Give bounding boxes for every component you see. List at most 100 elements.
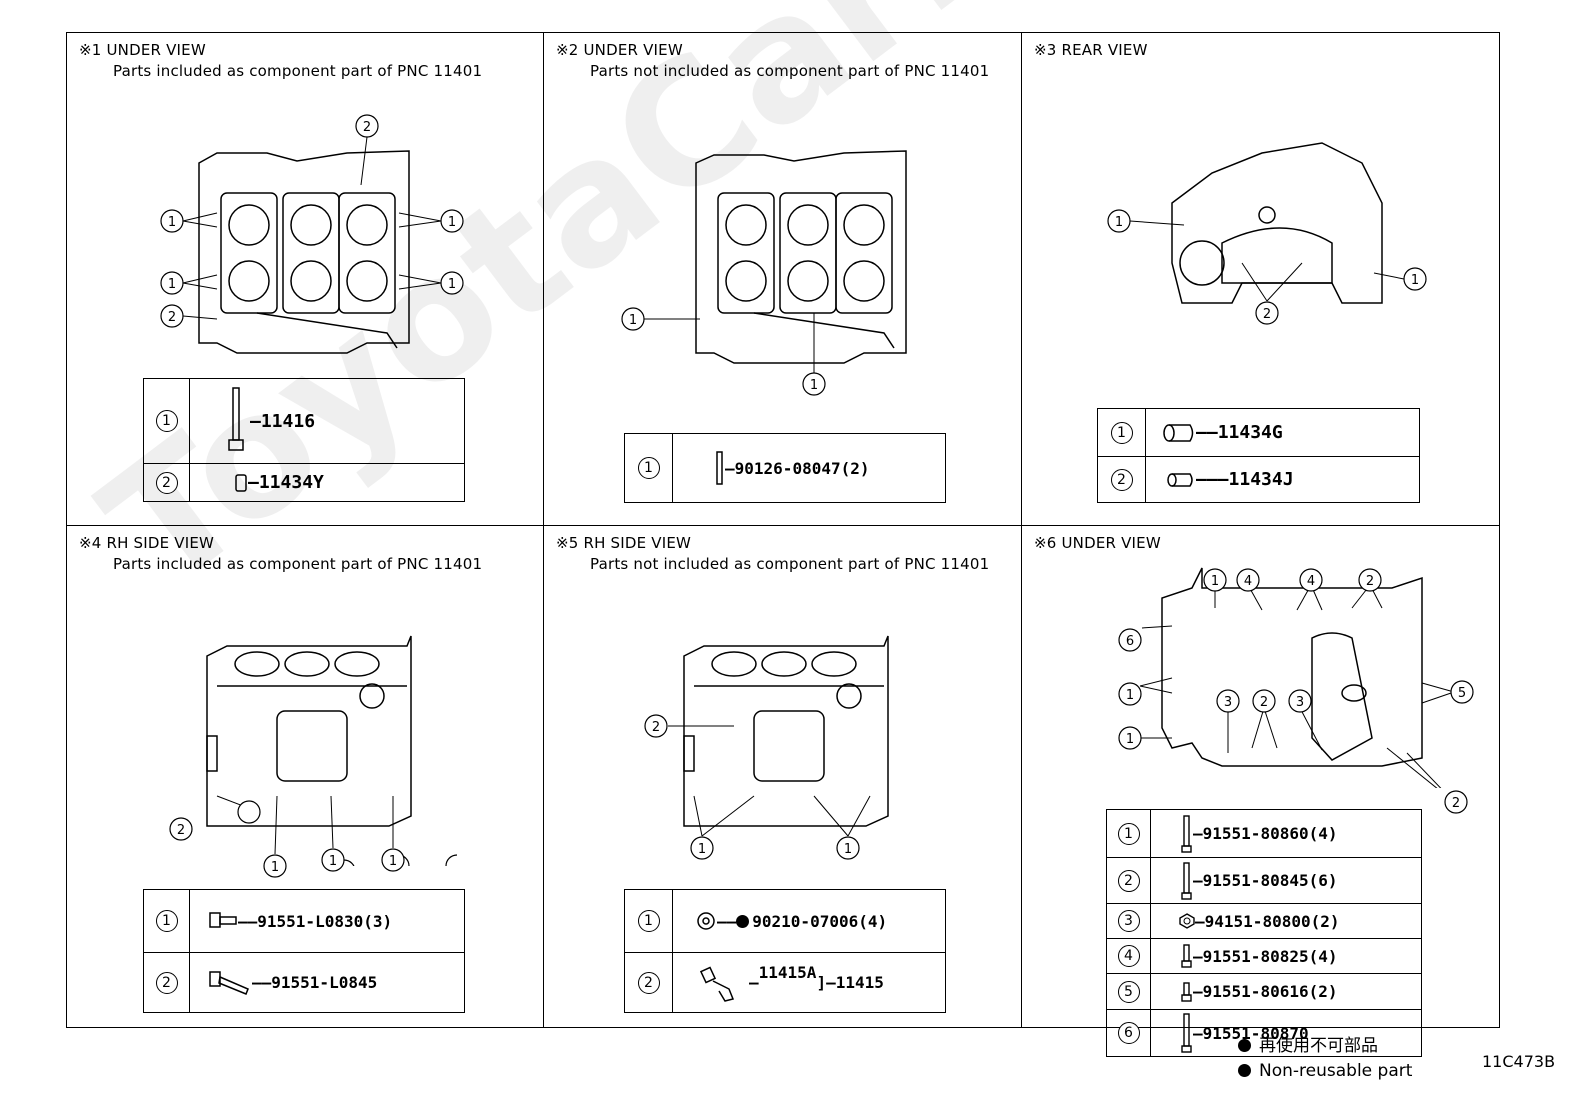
table-row: 1 ——91551-L0830(3) xyxy=(144,890,464,952)
row-number: 1 xyxy=(637,457,660,479)
flange-bolt-icon xyxy=(209,912,237,928)
row-number: 4 xyxy=(1117,945,1140,967)
table-row: 6 —91551-80870 xyxy=(1107,1009,1421,1056)
table-row: 4 —91551-80825(4) xyxy=(1107,938,1421,973)
panel-1-block-drawing xyxy=(198,150,410,354)
row-number: 6 xyxy=(1117,1022,1140,1044)
row-number: 2 xyxy=(155,971,178,994)
p6-callout-2c-holder: 2 xyxy=(1444,790,1468,814)
panel-1-parts-table: 1 —11416 2 —11434Y xyxy=(143,378,465,502)
panel-1: ※1 UNDER VIEW Parts included as componen… xyxy=(67,33,543,525)
legend-label-en: Non-reusable part xyxy=(1259,1061,1413,1081)
p6-callout-1c: 1 xyxy=(1126,732,1134,747)
panel-5-parts-table: 1 —— 90210-07006(4) 2 — 11415A ]— xyxy=(624,889,946,1013)
table-row: 1 —— 90210-07006(4) xyxy=(625,890,945,952)
bolt-icon xyxy=(1181,944,1192,968)
p2-callout-1b: 1 xyxy=(810,378,818,393)
panel-6: ※6 UNDER VIEW 1 4 4 xyxy=(1022,526,1501,1057)
row-number: 3 xyxy=(1117,910,1140,932)
table-row: 1 ——11434G xyxy=(1098,409,1419,456)
part-number: 94151-80800(2) xyxy=(1204,911,1340,931)
panel-2-parts-table: 1 —90126-08047(2) xyxy=(624,433,946,503)
p1-callout-2b: 2 xyxy=(168,310,176,325)
table-row: 5 —91551-80616(2) xyxy=(1107,973,1421,1009)
p6-callout-1b: 1 xyxy=(1126,688,1134,703)
row-number: 1 xyxy=(155,910,178,932)
row-number: 1 xyxy=(1117,822,1140,845)
table-row: 1 —90126-08047(2) xyxy=(625,434,945,502)
gasket-icon xyxy=(697,912,715,930)
p1-callout-2a: 2 xyxy=(363,120,371,135)
panel-5-subtitle: Parts not included as component part of … xyxy=(590,555,990,573)
row-number: 1 xyxy=(1110,421,1133,444)
part-number: 91551-80616(2) xyxy=(1202,982,1338,1001)
divider-h xyxy=(67,525,1499,526)
p3-callout-1b: 1 xyxy=(1411,273,1419,288)
bolt-icon xyxy=(1181,1013,1192,1053)
bolt-icon xyxy=(1181,981,1192,1002)
panel-2-block-drawing: 1 1 xyxy=(621,150,907,396)
panel-2-subtitle: Parts not included as component part of … xyxy=(590,62,990,80)
table-row: 1 —91551-80860(4) xyxy=(1107,810,1421,857)
non-reusable-icon xyxy=(736,914,750,928)
diagram-frame: ※1 UNDER VIEW Parts included as componen… xyxy=(66,32,1501,1057)
bolt-icon xyxy=(1181,861,1192,900)
non-reusable-icon xyxy=(1238,1039,1251,1052)
panel-3: ※3 REAR VIEW 1 1 2 1 ——11434G xyxy=(1022,33,1501,525)
drain-cock-icon xyxy=(699,965,735,1002)
panel-2: ※2 UNDER VIEW Parts not included as comp… xyxy=(544,33,1021,525)
p4-callout-1c: 1 xyxy=(389,854,397,869)
divider-v2 xyxy=(1021,33,1022,1027)
p6-callout-6: 6 xyxy=(1126,634,1134,649)
row-number: 2 xyxy=(1110,468,1133,491)
panel-5-title: ※5 RH SIDE VIEW xyxy=(556,534,692,552)
p6-callout-3a: 3 xyxy=(1224,695,1232,710)
row-number: 2 xyxy=(155,471,178,494)
panel-1-subtitle: Parts included as component part of PNC … xyxy=(113,62,483,80)
nut-icon xyxy=(1179,913,1195,929)
row-number: 2 xyxy=(1117,869,1140,892)
part-number: 11434G xyxy=(1217,422,1283,443)
part-number: 91551-L0845 xyxy=(271,973,378,992)
panel-4-title: ※4 RH SIDE VIEW xyxy=(79,534,215,552)
p6-callout-4a: 4 xyxy=(1244,574,1252,589)
p3-callout-2: 2 xyxy=(1263,307,1271,322)
bolt-icon xyxy=(228,387,244,451)
dowel-pin-icon xyxy=(235,473,247,492)
part-number: 11434Y xyxy=(258,472,324,493)
part-number: 91551-80870 xyxy=(1202,1023,1309,1043)
p1-callout-1a: 1 xyxy=(168,215,176,230)
table-row: 2 ——91551-L0845 xyxy=(144,952,464,1012)
p1-callout-1b: 1 xyxy=(168,277,176,292)
panel-5-side-drawing: 2 1 1 xyxy=(644,635,889,860)
p4-callout-1b: 1 xyxy=(329,854,337,869)
part-number: 90126-08047(2) xyxy=(734,458,870,478)
divider-v1 xyxy=(543,33,544,1027)
panel-4: ※4 RH SIDE VIEW Parts included as compon… xyxy=(67,526,543,1028)
p5-callout-1b: 1 xyxy=(844,842,852,857)
panel-4-parts-table: 1 ——91551-L0830(3) 2 ——91551-L0845 xyxy=(143,889,465,1013)
p6-callout-1a: 1 xyxy=(1211,574,1219,589)
part-number: 11415A xyxy=(758,963,817,982)
p6-callout-2c: 2 xyxy=(1452,796,1460,811)
part-number: 90210-07006(4) xyxy=(752,911,888,931)
legend-label-jp: 再使用不可部品 xyxy=(1259,1036,1378,1056)
part-number: 91551-80825(4) xyxy=(1202,946,1338,966)
part-number: 91551-80845(6) xyxy=(1202,871,1338,890)
bolt-icon xyxy=(1181,814,1192,853)
p4-callout-1a: 1 xyxy=(271,860,279,875)
table-row: 2 —91551-80845(6) xyxy=(1107,857,1421,903)
panel-4-subtitle: Parts included as component part of PNC … xyxy=(113,555,483,573)
row-number: 2 xyxy=(637,971,660,994)
p6-callout-2b: 2 xyxy=(1260,695,1268,710)
row-number: 1 xyxy=(155,410,178,432)
panel-5: ※5 RH SIDE VIEW Parts not included as co… xyxy=(544,526,1021,1028)
part-number: 11416 xyxy=(260,410,316,432)
figure-id: 11C473B xyxy=(1482,1052,1556,1071)
panel-3-rear-drawing: 1 1 2 xyxy=(1107,142,1427,325)
row-number: 1 xyxy=(637,910,660,932)
panel-1-callouts: 1 1 1 1 2 2 xyxy=(160,114,464,328)
row-number: 5 xyxy=(1117,980,1140,1003)
p5-callout-1a: 1 xyxy=(698,842,706,857)
p6-callout-3b: 3 xyxy=(1296,695,1304,710)
